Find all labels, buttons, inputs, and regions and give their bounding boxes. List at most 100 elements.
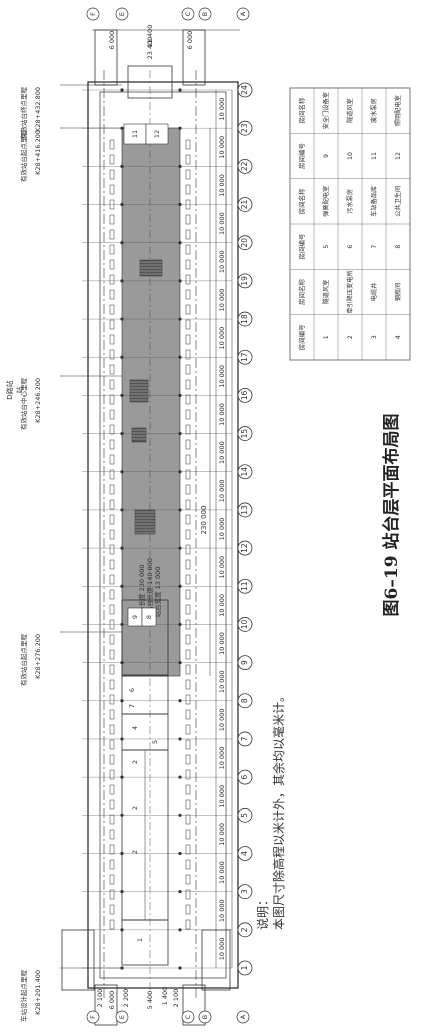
bay-dimension: 10 000 — [218, 250, 226, 273]
platform-door-left — [109, 844, 115, 855]
column-right — [178, 775, 182, 779]
bay-dimension: 10 000 — [218, 98, 226, 121]
table-cell-1-4: 10 — [347, 152, 354, 160]
chainage-value-0: K28+432.800 — [34, 87, 42, 132]
bay-dimension: 10 000 — [218, 212, 226, 235]
column-right — [178, 317, 182, 321]
column-left — [120, 317, 124, 321]
axis-bubble-23 — [237, 120, 253, 136]
axis-number-22: 22 — [240, 161, 249, 171]
table-header-3: 房间名称 — [297, 188, 306, 215]
platform-door-left — [109, 664, 115, 675]
overall-length-label: 230 000 — [200, 506, 208, 535]
axis-number-3: 3 — [240, 889, 249, 894]
platform-door-left — [109, 514, 115, 525]
platform-door-left — [109, 469, 115, 480]
platform-door-left — [109, 559, 115, 570]
column-right — [178, 279, 182, 283]
platform-door-right — [185, 304, 191, 315]
column-left — [120, 88, 124, 92]
axis-bubble-19 — [237, 273, 253, 289]
platform-door-right — [185, 829, 191, 840]
column-left — [120, 393, 124, 397]
platform-door-left — [109, 319, 115, 330]
platform-door-right — [185, 559, 191, 570]
platform-door-right — [185, 244, 191, 255]
room-1-block — [121, 919, 169, 966]
table-cell-1-0: 2 — [347, 335, 354, 339]
platform-door-right — [185, 334, 191, 345]
axis-bubble-9 — [237, 655, 253, 671]
row-bubble-bottom-A — [236, 1010, 250, 1024]
column-right — [178, 890, 182, 894]
top-dim-total: 23 400 — [146, 37, 154, 60]
platform-door-right — [185, 529, 191, 540]
platform-door-right — [185, 844, 191, 855]
platform-door-right — [185, 679, 191, 690]
axis-bubble-18 — [237, 311, 253, 327]
table-cell-3-4: 12 — [395, 152, 402, 160]
table-cell-0-2: 5 — [323, 245, 330, 249]
table-cell-3-5: 照明配电室 — [394, 95, 402, 126]
platform-door-right — [185, 889, 191, 900]
platform-door-left — [109, 274, 115, 285]
platform-door-right — [185, 229, 191, 240]
axis-bubble-16 — [237, 387, 253, 403]
drawing-note: 说明： 本图尺寸除高程以米计外，其余均以毫米计。 — [255, 590, 299, 930]
column-right — [178, 202, 182, 207]
axis-bubble-5 — [237, 807, 253, 823]
axis-number-9: 9 — [240, 660, 249, 665]
row-letter-top-A: A — [239, 11, 247, 16]
bottom-dim-total: 5 400 — [146, 991, 154, 1010]
column-right — [178, 966, 182, 970]
column-right — [178, 126, 182, 130]
bottom-dim-c: 2 100 — [172, 989, 180, 1008]
table-cell-0-5: 安全门设备室 — [322, 92, 330, 129]
platform-door-left — [109, 394, 115, 405]
platform-door-left — [109, 229, 115, 240]
platform-door-right — [185, 424, 191, 435]
platform-door-right — [185, 184, 191, 195]
column-left — [120, 202, 124, 207]
table-cell-0-3: 弹簧配电室 — [322, 186, 330, 217]
platform-door-right — [185, 814, 191, 825]
end-shaft-bottom-left — [61, 929, 95, 991]
note-text: 本图尺寸除高程以米计外，其余均以毫米计。 — [272, 689, 286, 930]
column-right — [178, 470, 182, 474]
table-header-5: 房间名称 — [297, 97, 306, 124]
bay-dimension: 10 000 — [218, 327, 226, 350]
chainage-value-2: K28+246.200 — [34, 378, 42, 423]
platform-door-right — [185, 904, 191, 915]
platform-door-right — [185, 874, 191, 885]
platform-door-left — [109, 424, 115, 435]
room-mark-11: 11 — [131, 130, 139, 138]
chainage-label-3: 有效站台起点里程 — [19, 634, 28, 687]
column-right — [178, 355, 182, 359]
platform-door-left — [109, 634, 115, 645]
room-mark-4: 4 — [131, 726, 139, 730]
platform-door-left — [109, 409, 115, 420]
platform-door-left — [109, 889, 115, 900]
platform-door-right — [185, 739, 191, 750]
platform-door-left — [109, 649, 115, 660]
row-bubble-top-E — [115, 7, 129, 21]
axis-bubble-10 — [237, 617, 253, 632]
axis-number-19: 19 — [240, 276, 249, 286]
platform-door-right — [185, 169, 191, 180]
row-letter-top-E: E — [118, 12, 126, 16]
axis-number-24: 24 — [240, 85, 249, 95]
table-cell-1-5: 隧道风室 — [346, 98, 354, 123]
axis-number-7: 7 — [240, 736, 249, 741]
platform-door-left — [109, 169, 115, 180]
table-header-1: 房间名称 — [297, 279, 306, 306]
platform-door-right — [185, 154, 191, 165]
room-12-box — [145, 123, 169, 145]
room-mark-2-2: 2 — [131, 850, 139, 854]
platform-door-left — [109, 244, 115, 255]
bay-dimension: 10 000 — [218, 479, 226, 502]
platform-door-right — [185, 274, 191, 285]
row-letter-top-B: B — [201, 12, 209, 16]
chainage-value-4: K28+201.400 — [34, 970, 42, 1015]
